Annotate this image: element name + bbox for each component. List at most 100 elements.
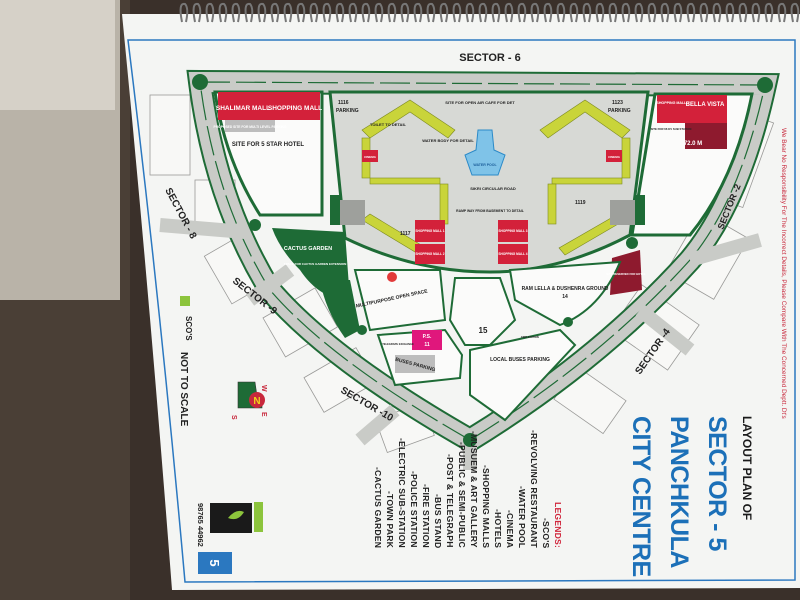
ramleela-label: RAM LELLA & DUSHENRA GROUND — [522, 286, 609, 292]
substation-block — [685, 123, 727, 149]
spiral-loop — [530, 2, 540, 23]
sco-blocks — [361, 99, 631, 256]
ps-label: P.S. — [423, 334, 432, 340]
mall-4-label: SHOPPING MALL 4 — [498, 252, 527, 256]
cinema-right[interactable] — [606, 150, 622, 162]
not-to-scale-label: NOT TO SCALE — [178, 352, 189, 427]
legend-item: -POST & TELEGRAPH — [445, 454, 455, 548]
spiral-loop — [517, 2, 527, 23]
spiral-loop — [478, 2, 488, 23]
spiral-loop — [257, 2, 267, 23]
mall-2-label: SHOPPING MALL 2 — [415, 252, 444, 256]
legend-item: -WATER POOL — [517, 485, 527, 548]
sector-6-label: SECTOR - 6 — [459, 52, 521, 64]
spiral-loop — [322, 2, 332, 23]
shopping-mall-2-block[interactable] — [415, 244, 445, 264]
hotel-reserved-label: SITE RESERVED FOR HOTEL — [606, 272, 646, 276]
shopping-mall-label: SHOPPING MALL — [268, 105, 322, 112]
spiral-loop — [374, 2, 384, 23]
spiral-loop — [348, 2, 358, 23]
cinema-right-label: CINEMA — [608, 155, 621, 159]
spiral-loop — [777, 2, 787, 23]
spiral-loop — [790, 2, 800, 23]
spiral-loop — [218, 2, 228, 23]
mall-3-label: SHOPPING MALL 3 — [498, 229, 527, 233]
spiral-loop — [491, 2, 501, 23]
bella-vista-block[interactable] — [657, 95, 727, 123]
red-marker — [387, 272, 397, 282]
water-pool-shape — [464, 129, 506, 176]
spiral-loop — [400, 2, 410, 23]
hotel-site-label: SITE FOR 5 STAR HOTEL — [232, 142, 305, 148]
cinema-left[interactable] — [362, 150, 378, 162]
spiral-loop — [738, 2, 748, 23]
parking-left-label: PARKING — [336, 108, 359, 114]
spiral-loop — [387, 2, 397, 23]
spiral-loop — [673, 2, 683, 23]
title-line-1: LAYOUT PLAN OF — [740, 416, 754, 521]
page-number-box — [198, 552, 232, 574]
green-strip — [635, 195, 645, 225]
legend-header: LEGENDS: — [553, 501, 563, 548]
spiral-loop — [361, 2, 371, 23]
cactus-ext-label: SPACE FOR CACTUS GARDEN EXTENSION — [284, 262, 347, 266]
site-15-label: 15 — [479, 326, 488, 335]
shopping-mall-1-block[interactable] — [415, 220, 445, 242]
logo-bar — [254, 502, 263, 532]
roundabouts — [192, 74, 773, 447]
legend-item: -BUS STAND — [433, 493, 443, 548]
spiral-loop — [634, 2, 644, 23]
compass-s: S — [230, 415, 237, 420]
title-line-4: CITY CENTRE — [627, 416, 655, 577]
plot-1116: 1116 — [338, 100, 349, 106]
spiral-loop — [426, 2, 436, 23]
shopping-mall-3-block[interactable] — [498, 220, 528, 242]
spiral-loop — [283, 2, 293, 23]
title-line-3: PANCHKULA — [665, 416, 693, 568]
compass-rose: N S W E — [230, 381, 267, 420]
legend-item: -CINEMA — [505, 509, 515, 548]
legend-item: -REVOLVING RESTAURANT — [529, 430, 539, 548]
spiral-loop — [686, 2, 696, 23]
ramp-label: RAMP WAY FROM BASEMENT TO DETAIL — [456, 209, 524, 213]
legend-item: -PUBLIC & SEMI-PUBLIC — [457, 442, 467, 548]
police-station-block[interactable] — [412, 330, 442, 350]
legend-item: -CACTUS GARDEN — [373, 466, 383, 548]
legend-item: -MUSUEM & ART GALLERY — [469, 431, 479, 548]
width-72-label: 72.0 M — [684, 141, 702, 147]
spiral-loop — [465, 2, 475, 23]
ramleela-plot — [508, 260, 622, 327]
spiral-loop — [270, 2, 280, 23]
spiral-loop — [582, 2, 592, 23]
park-strip — [320, 280, 360, 338]
mall-1-label: SHOPPING MALL 1 — [415, 229, 444, 233]
spiral-loop — [335, 2, 345, 23]
telegraph-label: TELEGRAPH EXCHANGE — [382, 342, 414, 346]
local-bus-plot — [469, 328, 577, 422]
disclaimer: We Bear No Responsibility For The Incorr… — [780, 128, 787, 419]
spiral-loop — [205, 2, 215, 23]
spiral-loop — [647, 2, 657, 23]
shopping-mall-4-block[interactable] — [498, 244, 528, 264]
phone-number: 98765 44962 — [196, 503, 205, 547]
logo-leaf-icon — [228, 510, 244, 520]
spiral-loop — [712, 2, 722, 23]
ramleela-number: 14 — [562, 294, 568, 300]
plot-1123: 1123 — [612, 100, 623, 106]
multilevel-parking-block — [225, 120, 275, 132]
shalimar-mall-block[interactable] — [218, 92, 320, 120]
spiral-loop — [621, 2, 631, 23]
bella-mall-label: SHOPPING MALL-7 — [656, 101, 689, 105]
parking-block — [340, 200, 365, 225]
green-strip — [330, 195, 340, 225]
spiral-loop — [764, 2, 774, 23]
shalimar-label: SHALIMAR MALL — [216, 105, 270, 112]
spiral-loop — [751, 2, 761, 23]
spiral-loop — [504, 2, 514, 23]
plot-1119: 1119 — [575, 200, 586, 206]
water-body-label: WATER BODY FOR DETAIL — [422, 138, 474, 143]
parking-right-label: PARKING — [608, 108, 631, 114]
spiral-loop — [699, 2, 709, 23]
cinema-left-label: CINEMA — [364, 155, 377, 159]
